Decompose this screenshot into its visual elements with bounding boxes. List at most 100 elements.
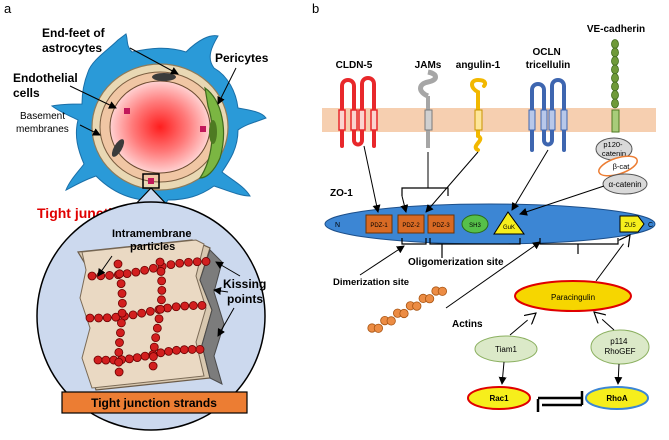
tj-particle bbox=[116, 328, 125, 338]
rac1-label: Rac1 bbox=[489, 394, 509, 403]
tj-particle bbox=[156, 304, 165, 314]
tj-particle bbox=[145, 306, 155, 316]
tj-particle bbox=[132, 353, 142, 363]
kissing-arrow-2 bbox=[213, 287, 229, 295]
cadherin-repeat bbox=[611, 47, 619, 58]
tj-particle bbox=[171, 302, 181, 312]
tj-particle bbox=[172, 345, 181, 355]
cldn5-to-pdz1-arrow bbox=[363, 145, 381, 213]
cadherin-repeat bbox=[611, 90, 619, 100]
alpha-catenin-label: α-catenin bbox=[608, 180, 641, 189]
panel-b-letter: b bbox=[312, 1, 319, 16]
tj-particle bbox=[175, 258, 185, 268]
junction-marker bbox=[200, 126, 206, 132]
tj-particle bbox=[166, 260, 176, 270]
svg-text:PDZ-3: PDZ-3 bbox=[432, 223, 450, 229]
end-feet-label: End-feet of astrocytes bbox=[42, 26, 108, 55]
tj-particle bbox=[113, 259, 123, 269]
tj-particle bbox=[148, 361, 158, 371]
actin-monomer bbox=[424, 294, 435, 304]
oligomerization-label: Oligomerization site bbox=[408, 257, 504, 268]
tj-particle bbox=[116, 279, 126, 289]
zo1-n-terminus: N bbox=[335, 222, 340, 229]
tj-particle bbox=[195, 345, 205, 354]
cldn5-protein bbox=[340, 76, 376, 148]
tj-particle bbox=[117, 308, 127, 318]
tj-particle bbox=[101, 355, 111, 365]
cadherin-repeat bbox=[611, 81, 619, 92]
endothelial-label: Endothelial cells bbox=[13, 71, 81, 100]
ocln-label: OCLN tricellulin bbox=[526, 47, 570, 71]
zo1-label: ZO-1 bbox=[330, 188, 353, 199]
angulin-protein bbox=[470, 77, 488, 152]
p114-to-paracingulin-arrow bbox=[594, 312, 615, 331]
tj-strands-label: Tight junction strands bbox=[91, 396, 217, 410]
tj-particle bbox=[140, 265, 150, 275]
tj-particle bbox=[157, 295, 166, 305]
tj-particle bbox=[157, 276, 167, 286]
rhoa-node bbox=[585, 386, 649, 410]
tj-particle bbox=[114, 357, 124, 367]
svg-text:GuK: GuK bbox=[503, 225, 515, 231]
tj-particle bbox=[192, 257, 202, 267]
pericyte-nucleus bbox=[209, 120, 217, 144]
rac1-node bbox=[467, 386, 531, 410]
svg-text:PDZ-2: PDZ-2 bbox=[402, 223, 420, 229]
basement-label: Basement membranes bbox=[16, 111, 69, 135]
cadherin-repeat bbox=[611, 73, 619, 83]
tj-particle bbox=[163, 303, 172, 313]
tiam1-label: Tiam1 bbox=[495, 345, 517, 354]
tj-particle bbox=[122, 269, 132, 279]
cadherin-repeat bbox=[611, 98, 619, 109]
ocln-protein bbox=[528, 78, 568, 152]
tj-particle bbox=[155, 257, 165, 267]
angulin-to-pdz-arrow bbox=[425, 151, 479, 213]
actin-monomer bbox=[386, 316, 396, 326]
tj-particle bbox=[137, 308, 147, 318]
cadherin-repeat bbox=[611, 64, 619, 75]
actin-monomer bbox=[373, 323, 383, 333]
tj-particle bbox=[201, 257, 211, 266]
alpha-catenin bbox=[602, 173, 648, 195]
kissing-label: Kissing points bbox=[223, 277, 270, 306]
jams-bracket bbox=[401, 187, 449, 196]
tj-particle bbox=[164, 346, 174, 356]
pericytes-label: Pericytes bbox=[215, 51, 269, 65]
vecadherin-tm bbox=[611, 109, 620, 133]
tj-particle bbox=[111, 312, 121, 322]
tj-particle bbox=[156, 267, 166, 276]
tiam1-node bbox=[474, 335, 538, 363]
junction-marker bbox=[148, 178, 154, 184]
tj-particle bbox=[148, 263, 158, 273]
vecadherin-protein bbox=[611, 39, 619, 109]
tj-particle bbox=[114, 347, 124, 357]
dimerization-label: Dimerization site bbox=[333, 277, 409, 288]
tj-particle bbox=[87, 271, 97, 281]
zu5-domain: ZU5 bbox=[619, 215, 645, 233]
jams-protein bbox=[418, 69, 438, 148]
p114-label: p114 RhoGEF bbox=[604, 337, 635, 356]
tj-particle bbox=[151, 333, 161, 343]
intramembrane-arrow bbox=[97, 255, 113, 277]
tj-particle bbox=[124, 354, 134, 364]
p114-node bbox=[590, 329, 650, 365]
tj-particle bbox=[157, 285, 167, 295]
junction-marker bbox=[124, 108, 130, 114]
tj-particle bbox=[114, 367, 124, 377]
svg-text:ZU5: ZU5 bbox=[624, 223, 636, 229]
basement-arrow bbox=[79, 124, 101, 136]
endothelial-nucleus bbox=[111, 139, 125, 157]
kissing-arrow-3 bbox=[217, 307, 235, 337]
actins-label: Actins bbox=[452, 319, 483, 330]
p120-label: p120- catenin bbox=[602, 140, 626, 158]
tiam1-to-rac1-arrow bbox=[498, 361, 507, 385]
tj-particle bbox=[154, 314, 164, 324]
tj-particle bbox=[85, 313, 95, 323]
tj-particle bbox=[105, 271, 114, 280]
tj-particle bbox=[149, 352, 158, 361]
tj-particle bbox=[93, 355, 103, 365]
jams-to-pdz2-arrow bbox=[400, 195, 409, 213]
cadherin-repeat bbox=[611, 56, 619, 66]
pdz3-domain: PDZ-3 bbox=[427, 214, 455, 234]
